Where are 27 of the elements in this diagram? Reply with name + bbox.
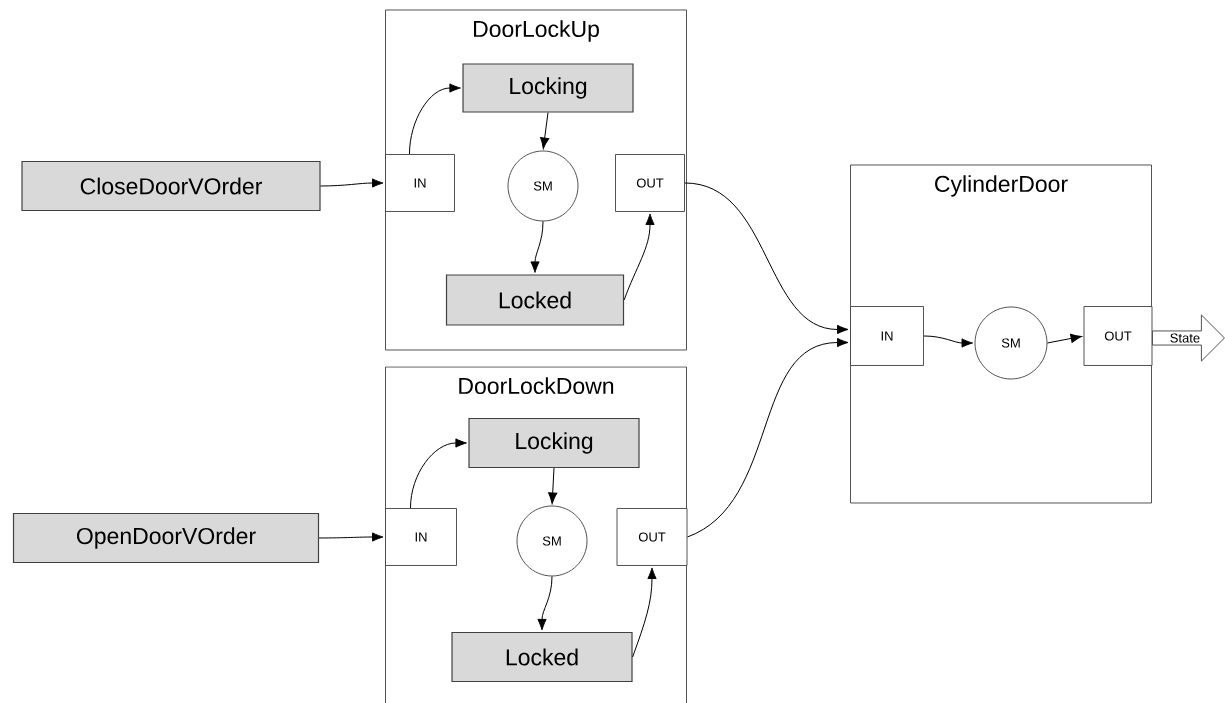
port-box: OUT xyxy=(616,508,688,566)
port-box: IN xyxy=(385,508,457,566)
arrow xyxy=(623,213,655,301)
arrow xyxy=(408,83,461,155)
port-box: OUT xyxy=(1083,306,1153,366)
arrow xyxy=(537,575,553,631)
port-box: IN xyxy=(850,306,924,366)
arrow xyxy=(632,567,657,658)
port-box: OUT xyxy=(615,154,685,212)
state-box: Locked xyxy=(445,274,625,326)
arrow xyxy=(318,532,384,542)
arrow xyxy=(548,467,558,505)
arrow xyxy=(686,337,849,538)
arrow xyxy=(409,438,467,509)
port-box: IN xyxy=(385,154,455,212)
state-box: Locking xyxy=(462,63,634,113)
arrow xyxy=(530,220,544,273)
state-box: Locking xyxy=(468,417,640,469)
arrow xyxy=(540,112,550,150)
arrow xyxy=(923,335,974,348)
state-box: CloseDoorVOrder xyxy=(21,160,321,212)
state-box: Locked xyxy=(451,631,633,683)
arrow xyxy=(1046,333,1083,344)
node-label: State xyxy=(1170,333,1200,343)
arrow xyxy=(320,178,384,188)
state-box: OpenDoorVOrder xyxy=(12,512,320,564)
arrow xyxy=(684,182,849,335)
